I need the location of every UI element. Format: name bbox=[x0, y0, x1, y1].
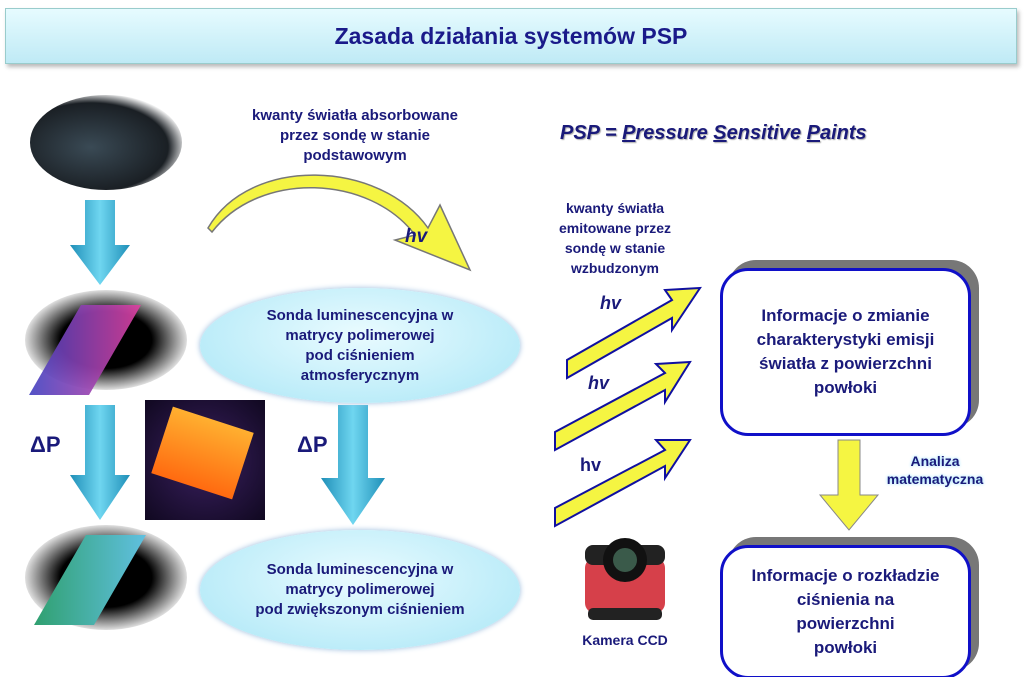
text-line: kwanty światła absorbowane bbox=[252, 107, 458, 124]
letter: P bbox=[806, 122, 820, 144]
analysis-label: Analiza matematyczna bbox=[872, 452, 998, 488]
text-line: Informacje o rozkładzie bbox=[751, 566, 940, 585]
hv-label: hv bbox=[600, 293, 622, 313]
hv-label: hv bbox=[588, 373, 610, 393]
text-line: ciśnienia na bbox=[796, 590, 895, 609]
emitted-light-text: kwanty światła emitowane przez sondę w sta… bbox=[535, 198, 695, 278]
text-line: sondę w stanie bbox=[564, 240, 666, 256]
word: aints bbox=[820, 122, 867, 144]
emitted-light-arrows bbox=[554, 286, 702, 528]
text-line: Informacje o zmianie bbox=[761, 306, 930, 325]
text-line: Sonda luminescencyjna w bbox=[266, 306, 454, 324]
text-line: matrycy polimerowej bbox=[285, 326, 435, 344]
text-line: podstawowym bbox=[303, 147, 407, 164]
word: ressure bbox=[635, 122, 714, 144]
text-line: pod ciśnieniem bbox=[305, 346, 415, 364]
light-arrow-3 bbox=[554, 439, 692, 528]
absorbed-light-text: kwanty światła absorbowane przez sondę w… bbox=[215, 106, 495, 166]
pressure-distribution-info-box: Informacje o rozkładzie ciśnienia na powie… bbox=[720, 545, 971, 677]
text-line: powierzchni bbox=[796, 614, 895, 633]
text-line: powłoki bbox=[813, 378, 878, 397]
blue-arrow-down-3 bbox=[321, 405, 385, 525]
text-line: emitowane przez bbox=[558, 220, 672, 236]
text-line: powłoki bbox=[813, 638, 878, 657]
hv-label: hv bbox=[405, 226, 428, 247]
psp-definition: PSP = Pressure Sensitive Paints bbox=[560, 122, 867, 145]
laser-photo bbox=[30, 95, 182, 190]
emission-change-info-box: Informacje o zmianie charakterystyki emis… bbox=[720, 268, 971, 436]
text-line: kwanty światła bbox=[565, 200, 665, 216]
text-line: Analiza bbox=[910, 453, 960, 469]
delta-p-label-left: ΔP bbox=[30, 432, 61, 457]
light-arrow-1 bbox=[566, 286, 702, 380]
text-line: światła z powierzchni bbox=[759, 354, 932, 373]
delta-p-label-middle: ΔP bbox=[297, 432, 328, 457]
text-line: atmosferycznym bbox=[300, 366, 420, 384]
increased-pressure-photo bbox=[25, 525, 187, 630]
text-line: pod zwiększonym ciśnieniem bbox=[255, 601, 465, 618]
word: ensitive bbox=[726, 122, 807, 144]
letter: P bbox=[622, 122, 636, 144]
blue-arrow-down-1 bbox=[70, 200, 130, 285]
probe-increased-pressure-ellipse: Sonda luminescencyjna w matrycy polimerow… bbox=[200, 530, 520, 650]
hv-label: hv bbox=[580, 455, 602, 475]
text-line: wzbudzonym bbox=[571, 260, 659, 276]
text-line: charakterystyki emisji bbox=[756, 330, 935, 349]
page-title: Zasada działania systemów PSP bbox=[334, 22, 688, 49]
blue-arrow-down-2 bbox=[70, 405, 130, 520]
text-line: Sonda luminescencyjna w bbox=[266, 561, 454, 578]
title-banner: Zasada działania systemów PSP bbox=[5, 8, 1017, 64]
letter: S bbox=[713, 122, 727, 144]
psp-prefix: PSP = bbox=[560, 122, 623, 144]
atmospheric-pressure-photo bbox=[25, 290, 187, 395]
orange-sample-photo bbox=[145, 400, 265, 520]
yellow-arrow-down bbox=[818, 439, 880, 531]
camera-label: Kamera CCD bbox=[582, 632, 668, 648]
probe-atmospheric-ellipse: Sonda luminescencyjna w matrycy polimerow… bbox=[200, 288, 520, 403]
yellow-curved-arrow bbox=[207, 174, 472, 272]
text-line: przez sondę w stanie bbox=[279, 127, 431, 144]
text-line: matematyczna bbox=[886, 471, 984, 487]
light-arrow-2 bbox=[554, 360, 692, 452]
ccd-camera-icon bbox=[585, 538, 665, 620]
text-line: matrycy polimerowej bbox=[285, 581, 435, 598]
